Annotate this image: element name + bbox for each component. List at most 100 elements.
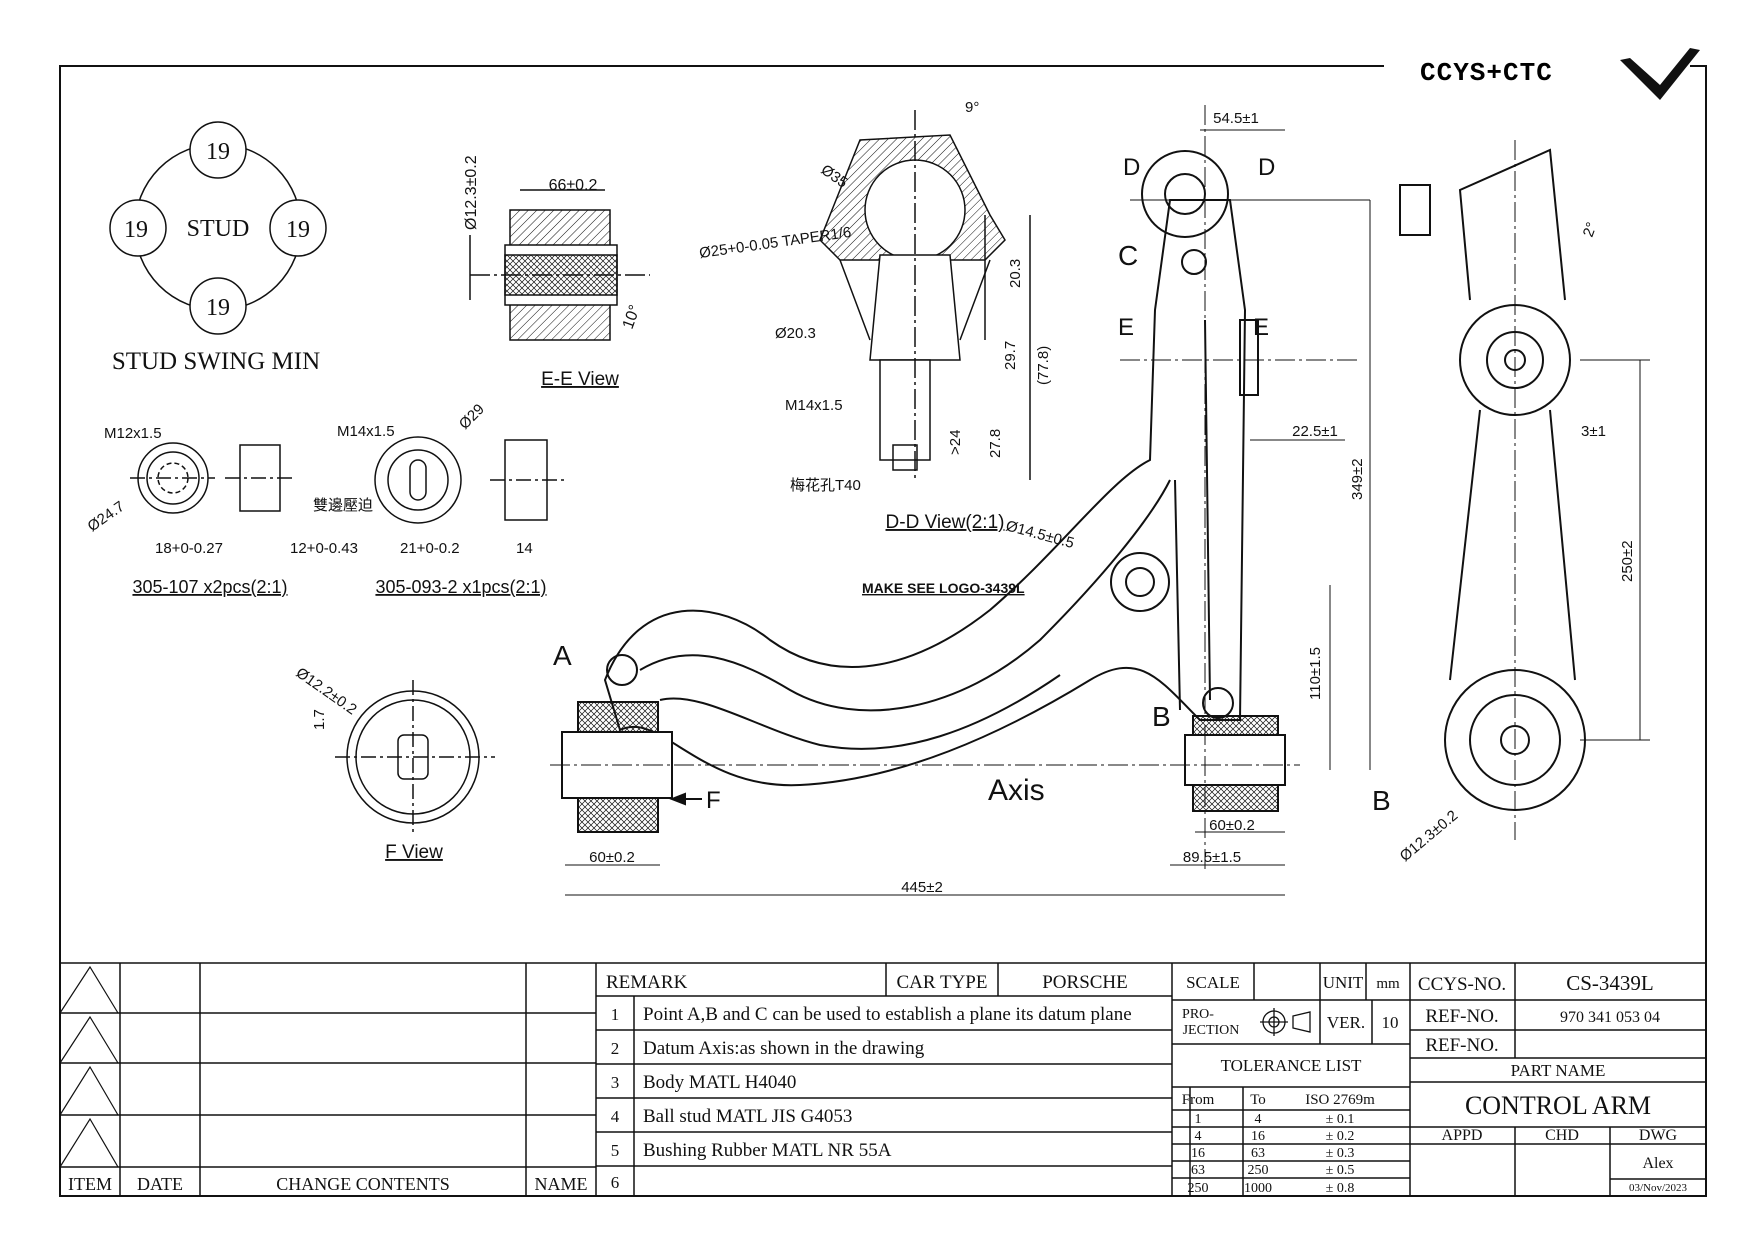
side-offset: 3±1 bbox=[1581, 423, 1606, 440]
projection-label-2: JECTION bbox=[1183, 1023, 1240, 1038]
sheet-border bbox=[59, 65, 1707, 1197]
f-view-dim: 1.7 bbox=[311, 709, 328, 730]
nut2-dia: Ø29 bbox=[456, 401, 488, 433]
dim-overall: 445±2 bbox=[901, 879, 943, 896]
remark-text-3: Body MATL H4040 bbox=[643, 1072, 796, 1093]
section-e-label-right: E bbox=[1253, 314, 1269, 341]
tolerance-title: TOLERANCE LIST bbox=[1221, 1056, 1362, 1075]
rev-header-item: ITEM bbox=[68, 1174, 112, 1194]
remarks-table: REMARK CAR TYPE PORSCHE 1 Point A,B and … bbox=[606, 972, 1132, 1192]
tol-row: 4 bbox=[1195, 1129, 1202, 1144]
control-arm-labels: A B C D D E E F Axis MAKE SEE LOGO-3439L… bbox=[553, 110, 1366, 896]
ee-dia-dim: Ø12.3±0.2 bbox=[463, 155, 480, 230]
tol-row: ± 0.2 bbox=[1326, 1129, 1355, 1144]
nut2-thread: M14x1.5 bbox=[337, 423, 395, 440]
tol-row: ± 0.5 bbox=[1326, 1163, 1355, 1178]
spec-block: SCALE UNIT mm PRO- JECTION VER. 10 TOLER… bbox=[1182, 973, 1400, 1108]
f-view-text: Ø12.2±0.2 1.7 F View bbox=[293, 664, 443, 863]
side-view bbox=[1399, 140, 1650, 840]
dd-view bbox=[819, 110, 1031, 480]
swing-bottom: 19 bbox=[206, 295, 230, 321]
swing-caption: STUD SWING MIN bbox=[112, 348, 320, 375]
nut2-note: 雙邊壓迫 bbox=[313, 497, 373, 514]
swing-right: 19 bbox=[286, 217, 310, 243]
projection-label-1: PRO- bbox=[1182, 1007, 1214, 1022]
dim-bush-right: 60±0.2 bbox=[1209, 817, 1255, 834]
part-name-value: CONTROL ARM bbox=[1465, 1091, 1651, 1120]
unit-label: UNIT bbox=[1323, 973, 1364, 992]
side-dia: Ø12.3±0.2 bbox=[1397, 807, 1462, 865]
rev-header-date: DATE bbox=[137, 1174, 183, 1194]
dd-dim-1: 20.3 bbox=[1007, 259, 1024, 288]
tol-row: 1 bbox=[1195, 1112, 1202, 1127]
nut2-height: 14 bbox=[516, 540, 533, 557]
section-d-label-left: D bbox=[1123, 154, 1140, 181]
datum-axis-label: Axis bbox=[988, 774, 1045, 807]
part-name-label: PART NAME bbox=[1511, 1061, 1606, 1080]
ee-view bbox=[469, 189, 650, 341]
point-b-label: B bbox=[1152, 701, 1171, 732]
dd-thread: M14x1.5 bbox=[785, 397, 843, 414]
remark-text-5: Bushing Rubber MATL NR 55A bbox=[643, 1140, 892, 1161]
drawer-name: Alex bbox=[1642, 1155, 1673, 1172]
dd-dim-5: 27.8 bbox=[987, 429, 1004, 458]
title-block-grid bbox=[59, 962, 1706, 1196]
title-block: CCYS-NO. CS-3439L REF-NO. 970 341 053 04… bbox=[1418, 971, 1688, 1194]
tolerance-rows: 1 4 ± 0.1 4 16 ± 0.2 16 63 ± 0.3 63 250 … bbox=[1188, 1112, 1355, 1196]
point-c-label: C bbox=[1118, 240, 1138, 271]
make-see-logo: MAKE SEE LOGO-3439L bbox=[862, 580, 1025, 596]
side-point-b: B bbox=[1372, 785, 1391, 816]
nut2-caption: 305-093-2 x1pcs(2:1) bbox=[375, 577, 546, 597]
remark-no-3: 3 bbox=[611, 1073, 620, 1092]
tol-row: 250 bbox=[1248, 1163, 1269, 1178]
rev-header-change: CHANGE CONTENTS bbox=[276, 1174, 450, 1194]
scale-label: SCALE bbox=[1186, 973, 1240, 992]
nut2-width: 21+0-0.2 bbox=[400, 540, 460, 557]
dd-socket: 梅花孔T40 bbox=[790, 477, 861, 494]
company-logo: CCYS+CTC bbox=[1420, 48, 1700, 100]
remark-text-4: Ball stud MATL JIS G4053 bbox=[643, 1106, 852, 1127]
tol-row: ± 0.1 bbox=[1326, 1112, 1355, 1127]
nut1-dia: Ø24.7 bbox=[85, 498, 128, 535]
view-f-arrow-label: F bbox=[706, 787, 721, 814]
ccys-value: CS-3439L bbox=[1566, 971, 1654, 995]
tol-row: 63 bbox=[1251, 1146, 1265, 1161]
tol-row: ± 0.8 bbox=[1326, 1181, 1355, 1196]
side-length: 250±2 bbox=[1619, 540, 1636, 582]
chd-label: CHD bbox=[1545, 1127, 1579, 1144]
remark-title: REMARK bbox=[606, 972, 688, 993]
f-view-title: F View bbox=[385, 842, 443, 863]
dwg-label: DWG bbox=[1639, 1127, 1678, 1144]
ref-value: 970 341 053 04 bbox=[1560, 1009, 1660, 1026]
tol-header-to: To bbox=[1250, 1092, 1266, 1108]
ref-label: REF-NO. bbox=[1425, 1006, 1498, 1027]
dim-110: 110±1.5 bbox=[1307, 647, 1324, 700]
remark-no-2: 2 bbox=[611, 1039, 620, 1058]
car-type-value: PORSCHE bbox=[1042, 972, 1128, 993]
nut-305-093-2-text: M14x1.5 Ø29 雙邊壓迫 21+0-0.2 14 305-093-2 x… bbox=[313, 401, 547, 597]
dim-bottom: 89.5±1.5 bbox=[1183, 849, 1241, 866]
tol-row: 1000 bbox=[1244, 1181, 1272, 1196]
remark-text-2: Datum Axis:as shown in the drawing bbox=[643, 1038, 925, 1059]
ref2-label: REF-NO. bbox=[1425, 1035, 1498, 1056]
tol-row: 16 bbox=[1191, 1146, 1205, 1161]
car-type-label: CAR TYPE bbox=[897, 972, 988, 993]
dim-right-offset: 22.5±1 bbox=[1292, 423, 1338, 440]
remark-no-5: 5 bbox=[611, 1141, 620, 1160]
ccys-label: CCYS-NO. bbox=[1418, 974, 1506, 995]
dd-dim-2: 29.7 bbox=[1002, 341, 1019, 370]
logo-text: CCYS+CTC bbox=[1420, 58, 1553, 88]
nut1-width: 18+0-0.27 bbox=[155, 540, 223, 557]
dd-neck: Ø20.3 bbox=[775, 325, 816, 342]
section-d-label-right: D bbox=[1258, 154, 1275, 181]
swing-center: STUD bbox=[187, 216, 250, 242]
ee-view-title: E-E View bbox=[541, 369, 619, 390]
projection-symbol bbox=[1260, 1008, 1311, 1036]
nut1-height: 12+0-0.43 bbox=[290, 540, 358, 557]
control-arm-main-view bbox=[550, 105, 1371, 896]
remark-no-4: 4 bbox=[611, 1107, 620, 1126]
ver-value: 10 bbox=[1382, 1013, 1399, 1032]
ver-label: VER. bbox=[1327, 1013, 1365, 1032]
unit-value: mm bbox=[1376, 976, 1400, 992]
